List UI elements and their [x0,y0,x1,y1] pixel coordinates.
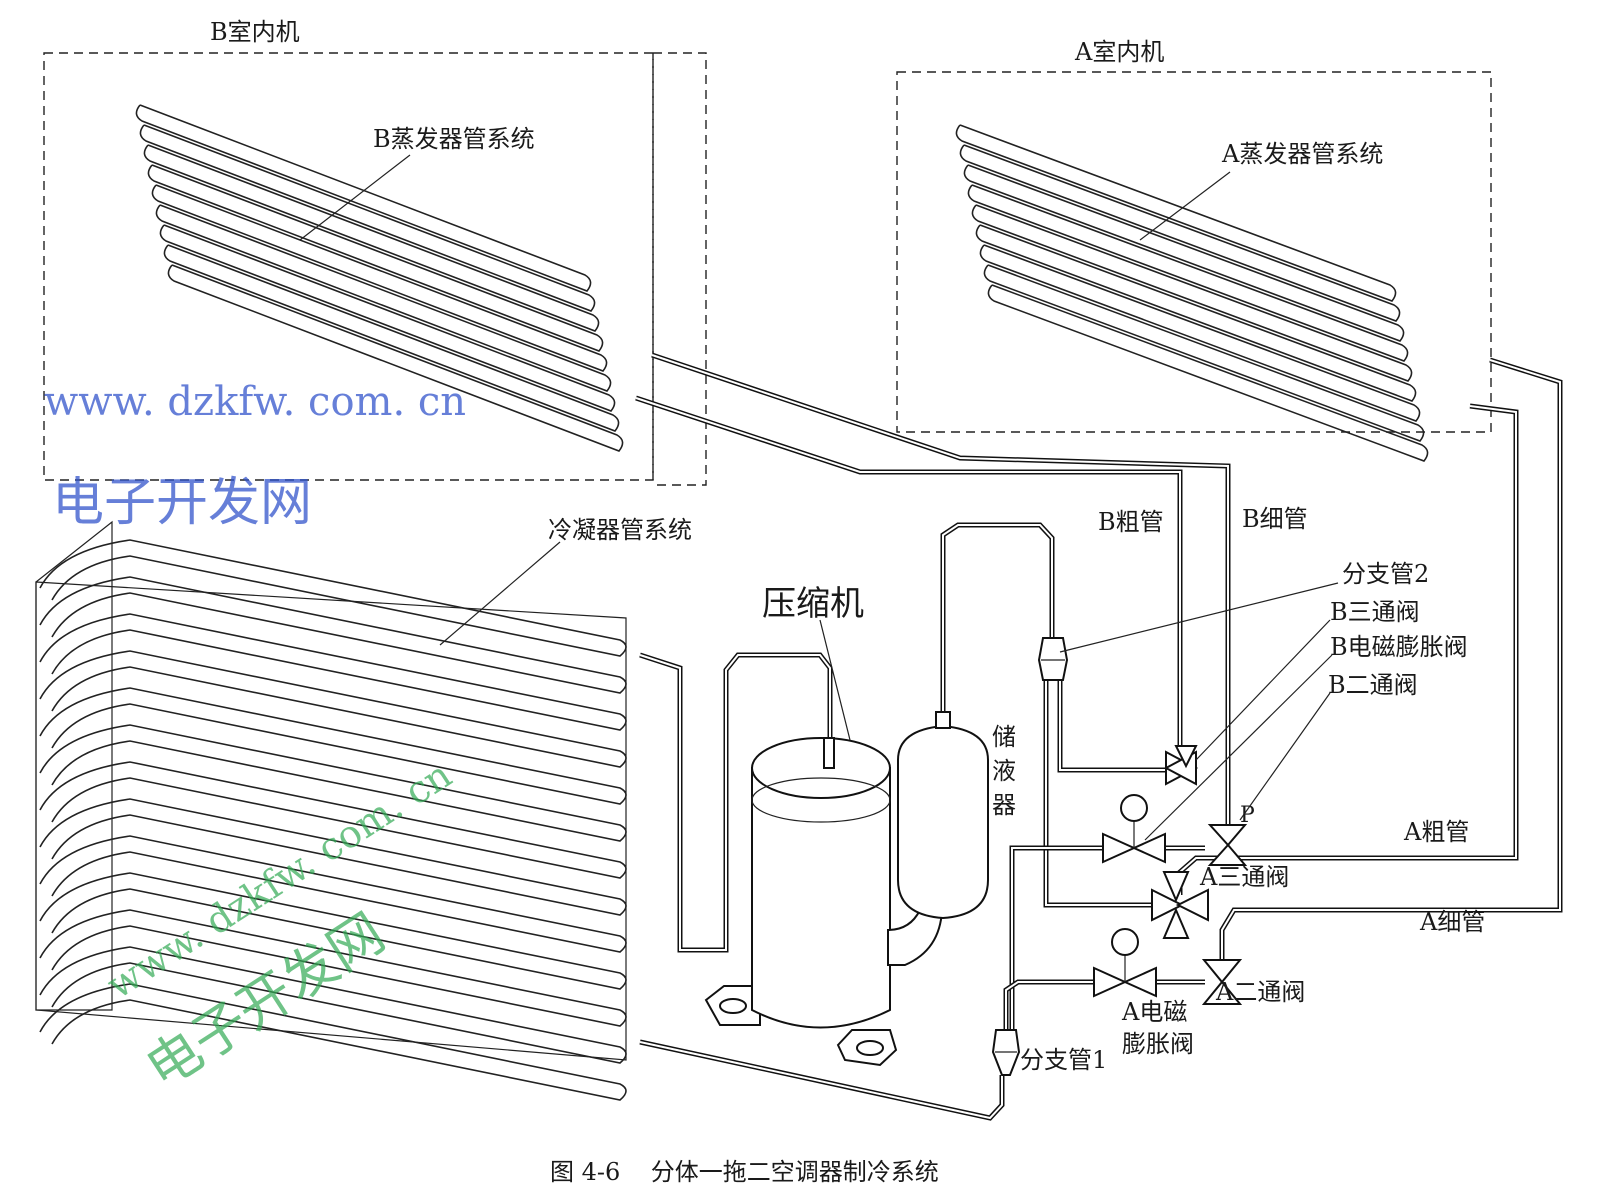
indoor-unit-a [896,71,1492,433]
a-solenoid-exp-valve-label: A电磁膨胀阀 [1121,998,1194,1058]
condenser-label: 冷凝器管系统 [548,516,692,544]
branch-pipe-2-label: 分支管2 [1342,560,1429,588]
b-two-way-valve [1207,824,1248,866]
a-three-way-valve [1151,871,1209,939]
evaporator-a-coil [955,124,1429,462]
figure-caption: 图 4-6 分体一拖二空调器制冷系统 [550,1158,939,1186]
condenser-coil [35,520,627,1101]
a-two-way-valve-label: A二通阀 [1215,978,1305,1006]
evaporator-b-coil [135,104,624,452]
watermarks: www. dzkfw. com. cn 电子开发网 www. dzkfw. co… [44,379,466,1101]
a-solenoid-expansion-valve [1093,928,1157,998]
a-two-way-valve [1201,959,1243,1005]
b-thin-pipe-label: B细管 [1242,505,1308,533]
evaporator-a-label: A蒸发器管系统 [1221,140,1383,168]
refrigerant-piping [635,352,1563,1121]
a-three-way-valve-label: A三通阀 [1199,863,1289,891]
evaporator-b-label: B蒸发器管系统 [373,125,535,153]
b-thick-pipe-label: B粗管 [1098,508,1164,536]
labels: B室内机 A室内机 B蒸发器管系统 A蒸发器管系统 冷凝器管系统 压缩机 B粗管… [210,18,1485,1186]
b-solenoid-expansion-valve [1102,794,1166,864]
receiver-label: 储液器 [992,723,1016,819]
a-thin-pipe-label: A细管 [1419,908,1485,936]
leader-lines [299,154,1339,841]
b-three-way-valve [1163,745,1199,786]
branch-pipe-2 [1037,637,1069,681]
branch-pipe-1-label: 分支管1 [1020,1046,1107,1074]
compressor-label: 压缩机 [762,584,864,624]
p-mark-label: P [1240,803,1255,828]
branch-pipe-1 [991,1029,1021,1076]
b-two-way-valve-label: B二通阀 [1328,671,1418,699]
b-solenoid-exp-valve-label: B电磁膨胀阀 [1330,633,1468,661]
watermark-site-blue: 电子开发网 [52,473,312,533]
b-three-way-valve-label: B三通阀 [1330,598,1420,626]
indoor-unit-b-label: B室内机 [210,18,300,46]
indoor-unit-b [43,52,707,486]
watermark-url-blue: www. dzkfw. com. cn [44,379,466,425]
indoor-unit-a-label: A室内机 [1074,38,1164,66]
receiver-tank [897,711,989,920]
a-thick-pipe-label: A粗管 [1403,818,1469,846]
